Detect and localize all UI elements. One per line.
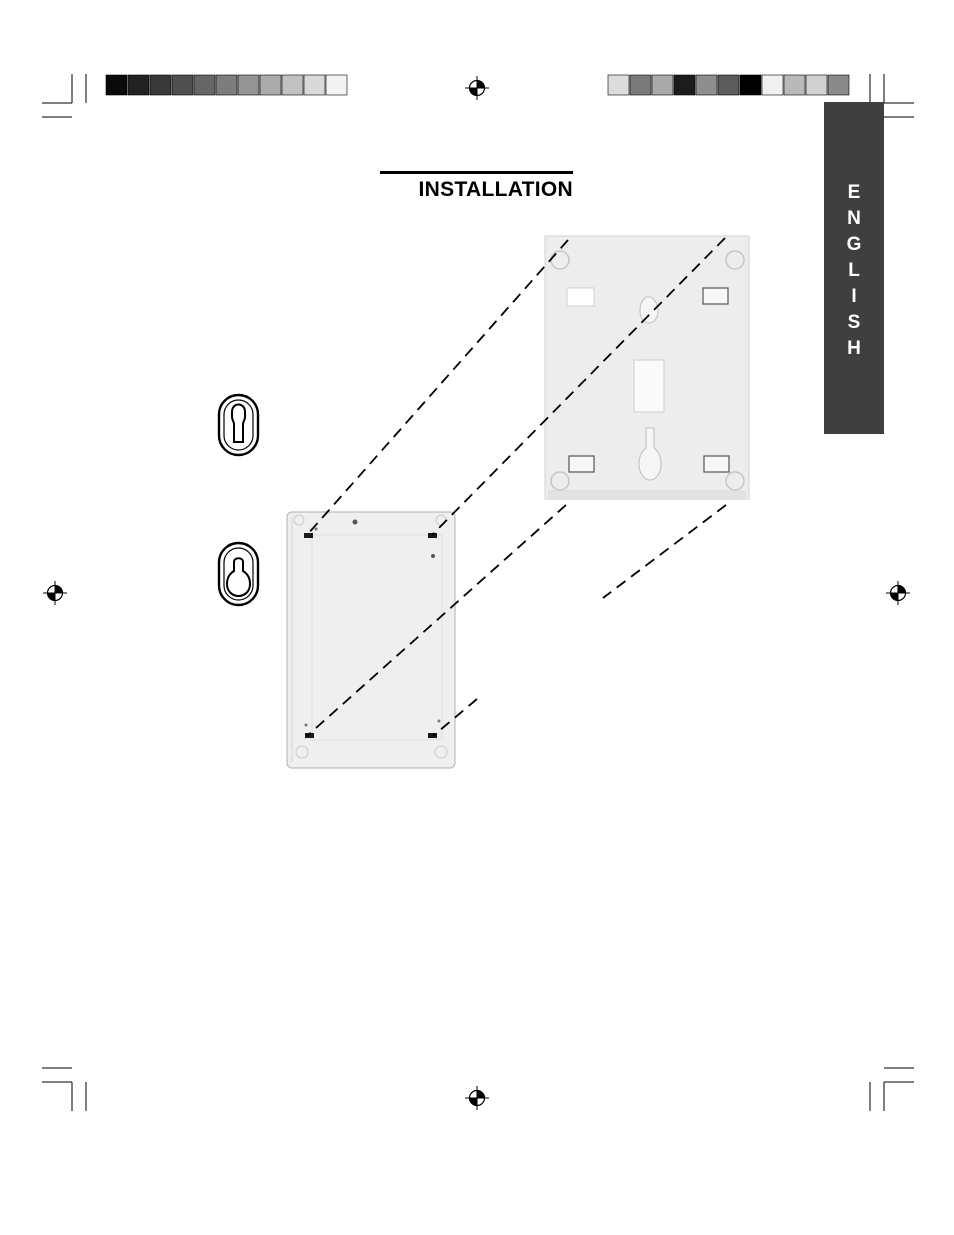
color-swatch xyxy=(282,75,303,95)
color-swatch xyxy=(718,75,739,95)
wall-bracket-illustration xyxy=(545,236,749,500)
color-swatch xyxy=(172,75,193,95)
language-letter: H xyxy=(847,336,861,362)
color-swatch xyxy=(326,75,347,95)
language-letter: E xyxy=(848,180,861,206)
color-swatch xyxy=(630,75,651,95)
color-swatch xyxy=(304,75,325,95)
color-swatch xyxy=(740,75,761,95)
color-swatch xyxy=(652,75,673,95)
language-letter: G xyxy=(847,232,862,258)
color-swatch xyxy=(216,75,237,95)
color-swatch xyxy=(762,75,783,95)
color-swatch xyxy=(150,75,171,95)
color-swatch xyxy=(828,75,849,95)
crop-marks-icon xyxy=(42,74,914,1111)
color-bar-left xyxy=(106,75,347,95)
color-swatch xyxy=(194,75,215,95)
color-swatch xyxy=(106,75,127,95)
language-letter: L xyxy=(848,258,860,284)
color-swatch xyxy=(238,75,259,95)
keyhole-slot-oval-icon xyxy=(219,395,258,455)
language-letter: N xyxy=(847,206,861,232)
language-letter: I xyxy=(851,284,856,310)
title-rule xyxy=(380,171,573,174)
page-title: INSTALLATION xyxy=(380,178,573,202)
color-swatch xyxy=(806,75,827,95)
telephone-base-illustration xyxy=(287,512,455,768)
color-bar-right xyxy=(608,75,849,95)
color-swatch xyxy=(784,75,805,95)
language-letter: S xyxy=(848,310,861,336)
color-swatch xyxy=(696,75,717,95)
color-swatch xyxy=(674,75,695,95)
color-swatch xyxy=(128,75,149,95)
color-swatch xyxy=(260,75,281,95)
color-swatch xyxy=(608,75,629,95)
keyhole-slot-round-icon xyxy=(219,543,258,605)
